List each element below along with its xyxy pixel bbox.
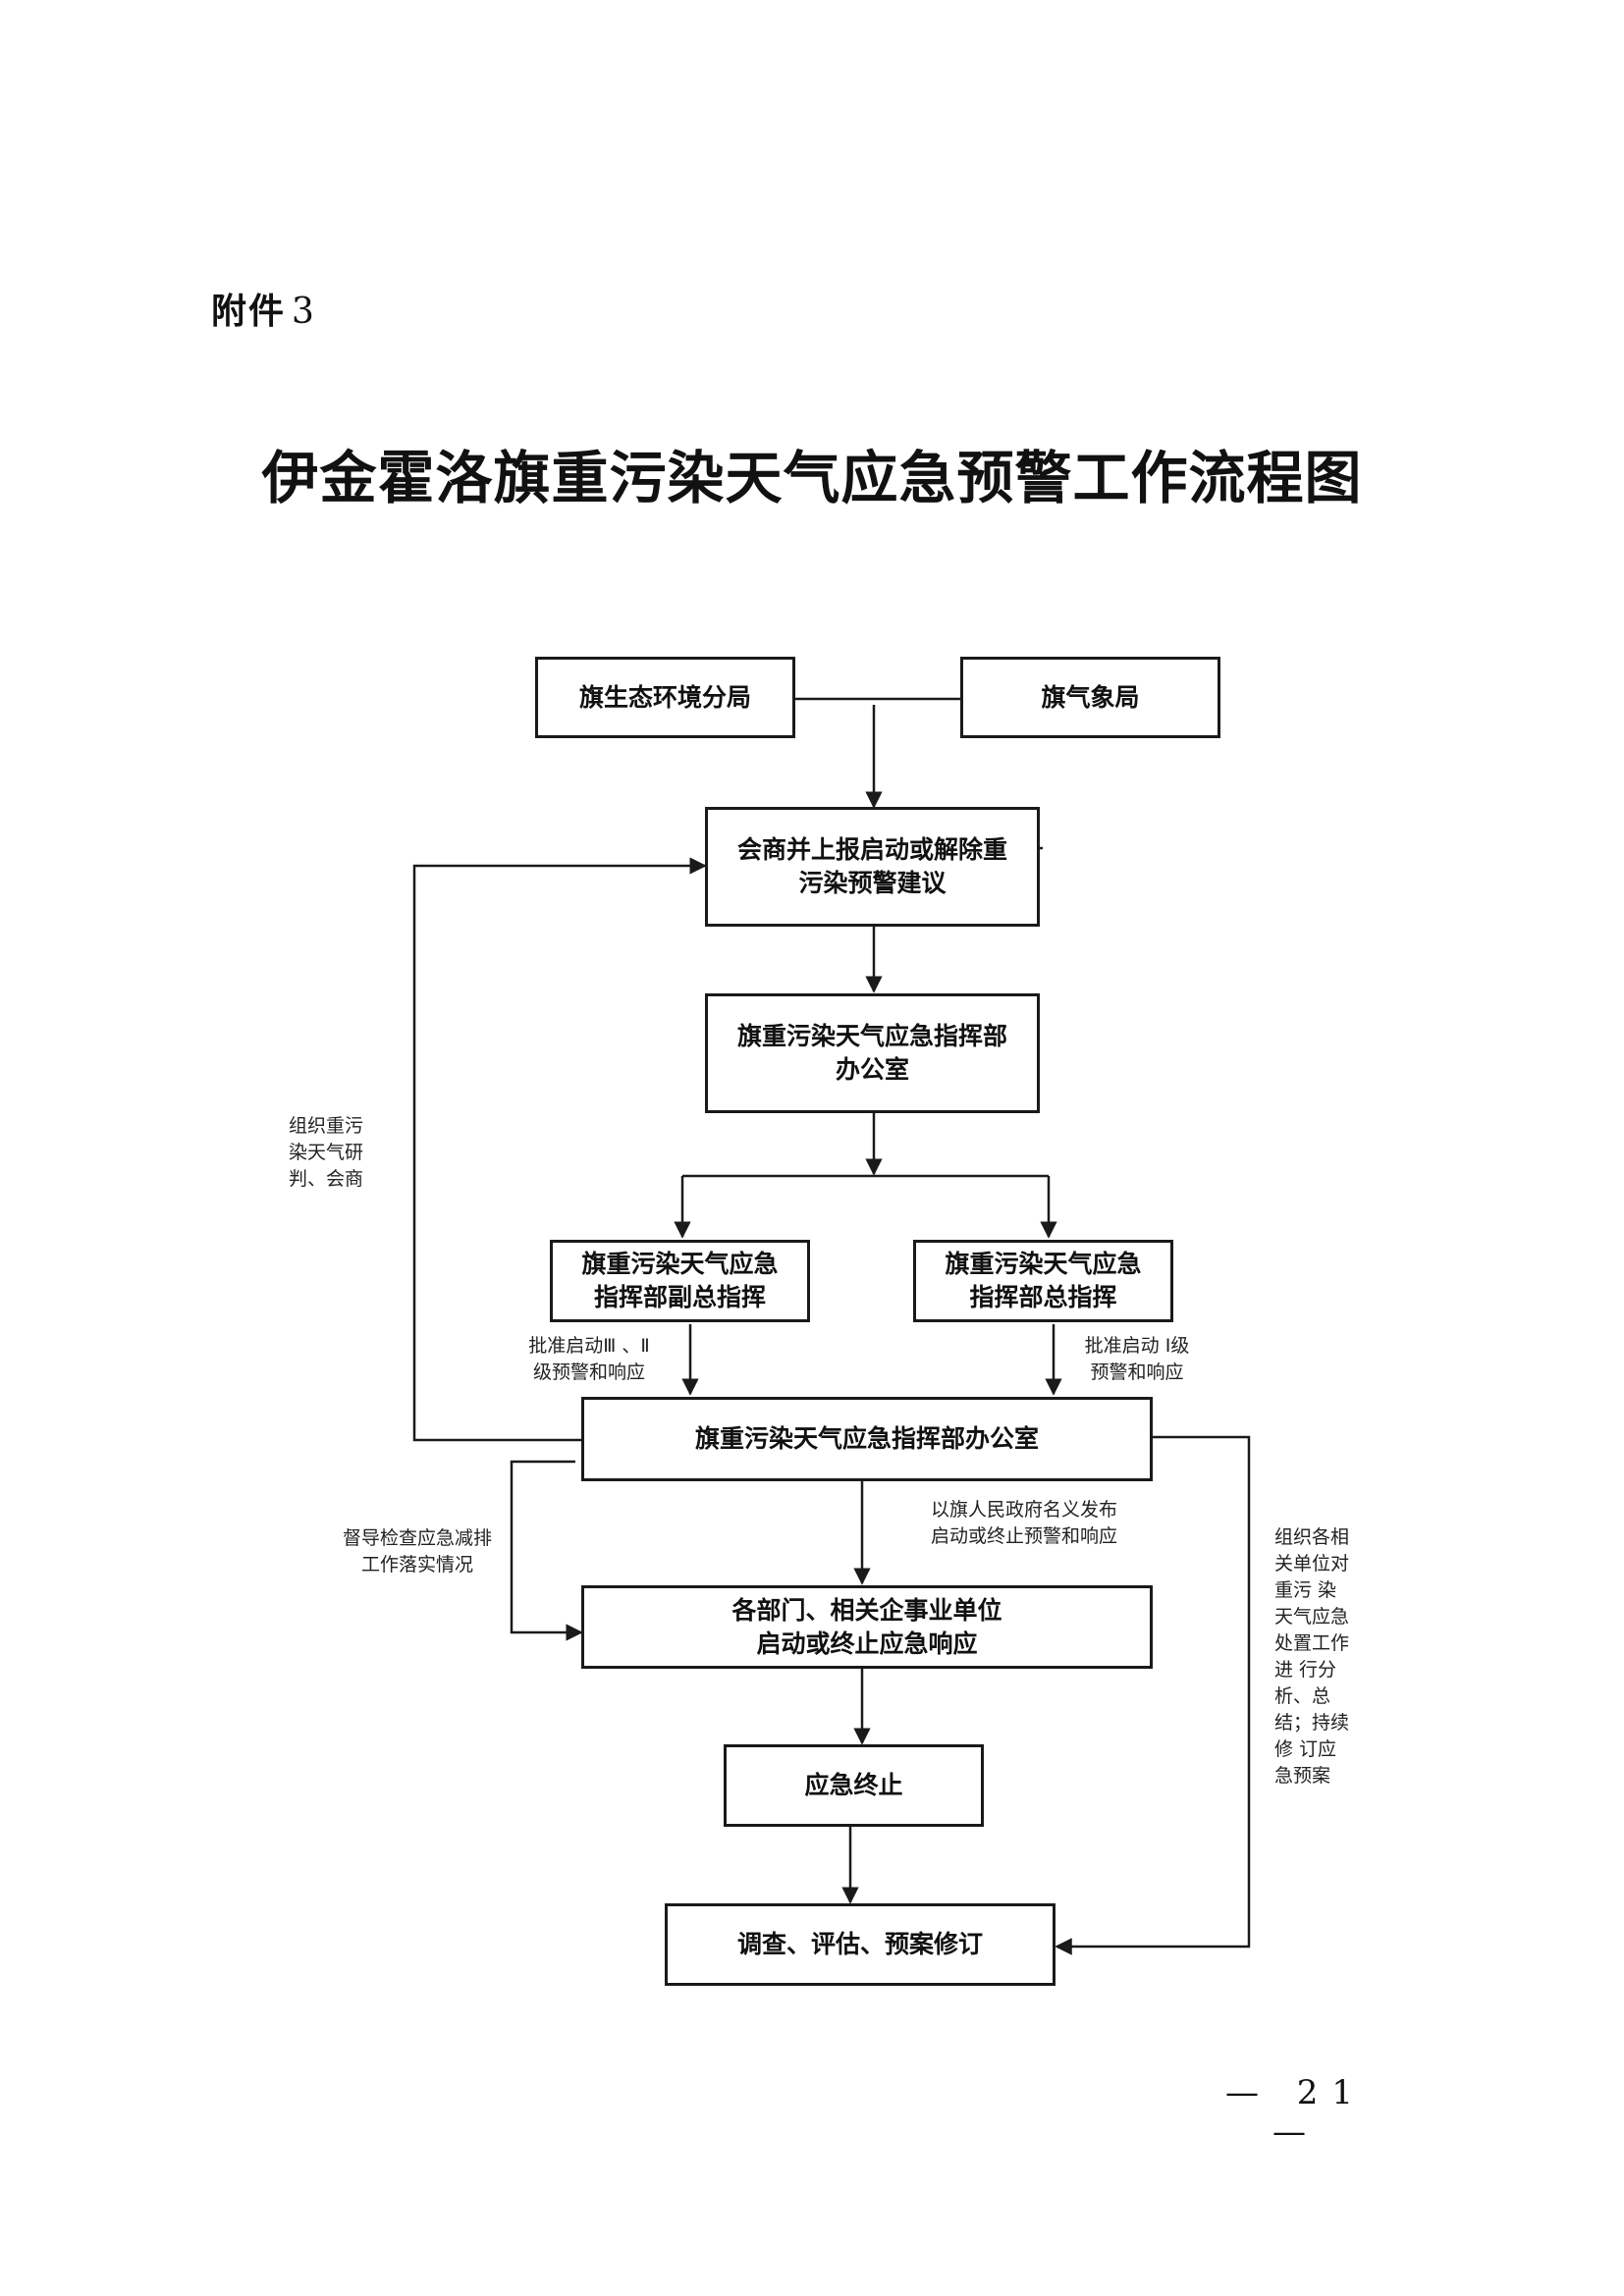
node-weather-bureau: 旗气象局 — [960, 657, 1220, 738]
attachment-number: 3 — [292, 292, 316, 332]
note-approve-3-2: 批准启动Ⅲ 、Ⅱ 级预警和响应 — [528, 1335, 650, 1383]
document-title: 伊金霍洛旗重污染天气应急预警工作流程图 — [261, 445, 1363, 511]
node-consult: 会商并上报启动或解除重 污染预警建议 — [705, 807, 1040, 927]
node-commander: 旗重污染天气应急 指挥部总指挥 — [913, 1240, 1173, 1322]
note-organize-research: 组织重污 染天气研 判、会商 — [289, 1115, 364, 1190]
node-review: 调查、评估、预案修订 — [665, 1903, 1056, 1986]
node-office-top: 旗重污染天气应急指挥部 办公室 — [705, 993, 1040, 1113]
node-departments: 各部门、相关企事业单位 启动或终止应急响应 — [581, 1585, 1153, 1669]
note-supervise: 督导检查应急减排 工作落实情况 — [342, 1527, 492, 1575]
node-office-main: 旗重污染天气应急指挥部办公室 — [581, 1397, 1153, 1481]
note-publish: 以旗人民政府名义发布 启动或终止预警和响应 — [930, 1499, 1117, 1547]
node-eco-bureau: 旗生态环境分局 — [535, 657, 795, 738]
supervise-loop — [510, 1460, 583, 1641]
right-loop-to-review — [1055, 1435, 1251, 1955]
loop-back-to-consult — [412, 857, 707, 1442]
page-number: — 21 — — [1224, 2073, 1368, 2152]
note-approve-1: 批准启动 Ⅰ级 预警和响应 — [1084, 1335, 1190, 1383]
note-organize-analysis: 组织各相 关单位对 重污 染 天气应急 处置工作 进 行分 析、总 结；持续 修… — [1274, 1526, 1350, 1787]
node-termination: 应急终止 — [724, 1744, 984, 1827]
node-deputy-commander: 旗重污染天气应急 指挥部副总指挥 — [550, 1240, 810, 1322]
